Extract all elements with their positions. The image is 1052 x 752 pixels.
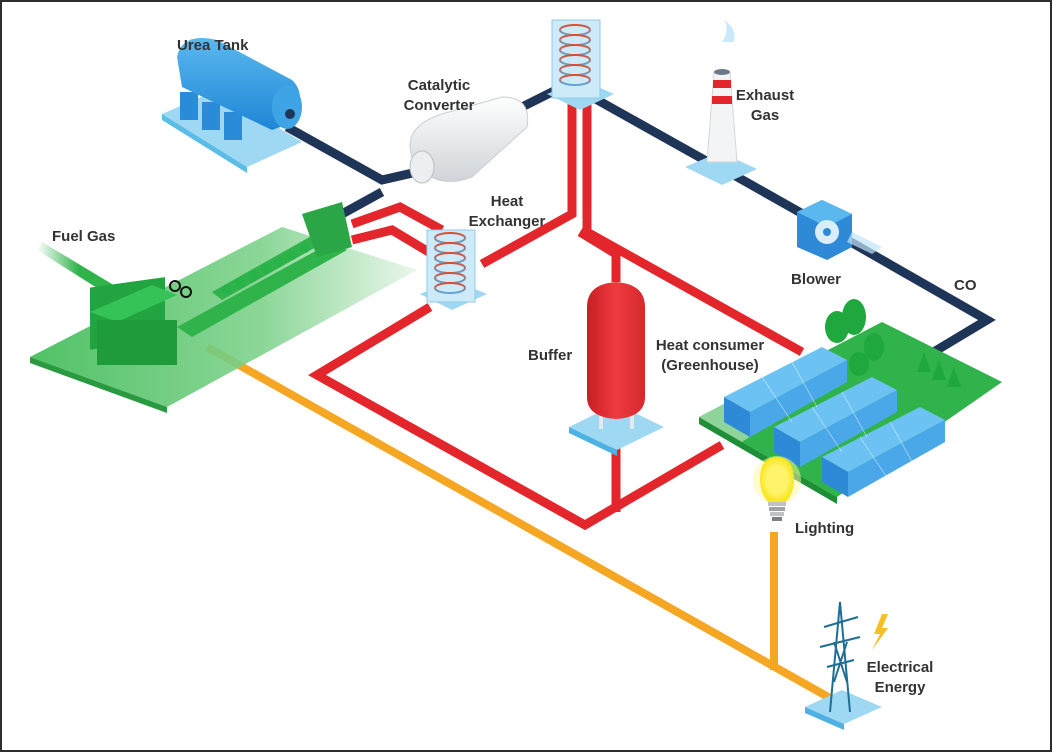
label-exhaust-gas: Exhaust Gas	[730, 86, 800, 126]
greenhouse-3	[822, 407, 945, 497]
urea-tank	[162, 38, 302, 173]
label-heat-exchanger-line2: Exchanger	[468, 213, 546, 230]
exhaust-stack	[685, 20, 757, 185]
gas-engine	[30, 202, 417, 413]
greenhouse-2	[774, 377, 897, 467]
heat-pipe-engine-loop-lower	[350, 225, 435, 258]
greenhouse-1	[724, 347, 847, 437]
light-bulb-icon	[753, 456, 801, 521]
buffer-tank	[569, 282, 664, 456]
exhaust-pipe-urea-to-converter	[284, 123, 419, 185]
engine-cylinders	[222, 243, 310, 295]
catalytic-converter	[409, 96, 529, 184]
heat-pipe-exchanger-to-left-loop	[308, 303, 725, 531]
label-heat-exchanger: Heat Exchanger	[462, 192, 552, 232]
heat-exchanger-top	[547, 19, 614, 110]
power-lines	[205, 343, 839, 706]
label-fuel-gas: Fuel Gas	[52, 228, 116, 245]
label-heat-consumer-line1: Heat consumer	[655, 337, 765, 354]
label-catalytic-converter: Catalytic Converter	[394, 76, 484, 116]
label-exhaust-gas-line1: Exhaust	[735, 87, 795, 104]
label-heat-consumer: Heat consumer (Greenhouse)	[645, 336, 775, 376]
label-urea-tank: Urea Tank	[177, 37, 249, 54]
label-heat-exchanger-line1: Heat	[490, 193, 524, 210]
heat-pipe-engine-loop-upper	[350, 202, 445, 234]
exhaust-pipe-top-to-stack	[589, 93, 720, 171]
greenhouse-complex	[699, 299, 1002, 504]
label-buffer: Buffer	[528, 347, 573, 364]
power-line-engine-to-tower	[205, 343, 839, 706]
label-catalytic-converter-line2: Converter	[403, 97, 475, 114]
label-heat-consumer-line2: (Greenhouse)	[661, 357, 759, 374]
label-catalytic-converter-line1: Catalytic	[407, 77, 471, 94]
lightning-bolt-icon	[872, 614, 888, 650]
trees	[825, 299, 961, 387]
label-exhaust-gas-line2: Gas	[750, 107, 780, 124]
label-electrical-energy-line2: Energy	[874, 679, 926, 696]
label-co: CO	[954, 277, 977, 294]
label-electrical-energy-line1: Electrical	[866, 659, 934, 676]
label-blower: Blower	[791, 271, 842, 288]
heat-pipe-top-to-buffer	[577, 228, 621, 282]
heat-pipe-exchanger-to-top	[479, 102, 577, 268]
exhaust-pipe-engine-to-converter	[339, 188, 385, 218]
heat-exchanger	[420, 229, 487, 310]
transmission-tower-icon	[805, 601, 888, 730]
label-electrical-energy: Electrical Energy	[860, 658, 940, 698]
label-lighting: Lighting	[795, 520, 855, 537]
blower	[797, 200, 882, 260]
